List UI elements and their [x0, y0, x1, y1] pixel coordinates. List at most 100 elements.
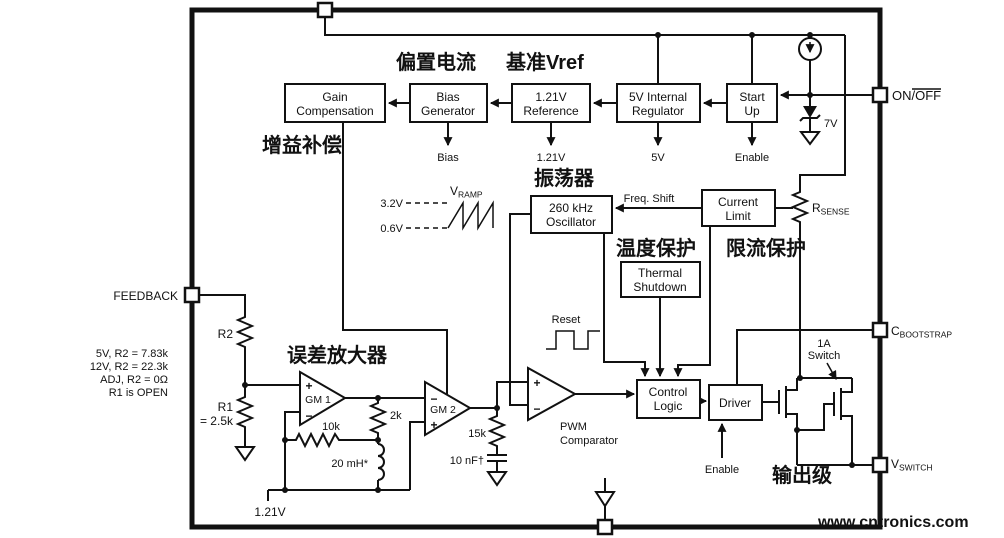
- block-label: Bias: [436, 90, 459, 104]
- switch-1a-label: Switch: [808, 350, 840, 362]
- junction-dot: [242, 382, 248, 388]
- gain-compensation-block: [284, 83, 386, 123]
- r10k-label: 10k: [322, 421, 340, 433]
- annotation-output-stage: 输出级: [772, 463, 832, 487]
- note-line: R1 is OPEN: [109, 387, 168, 399]
- pwm-label: Comparator: [560, 435, 618, 447]
- pwm-comparator: [527, 366, 578, 422]
- r1-value-label: = 2.5k: [200, 414, 234, 428]
- annotation-oscillator: 振荡器: [534, 167, 595, 190]
- gm2-amplifier: [424, 380, 472, 437]
- driver-enable-label: Enable: [705, 464, 739, 476]
- pin-bootstrap: [871, 321, 889, 339]
- wire: [797, 403, 834, 431]
- r1-label: R1: [218, 400, 234, 414]
- r2-resistor: [235, 313, 255, 353]
- wire: [786, 413, 798, 465]
- r2k-label: 2k: [390, 410, 402, 422]
- block-label: Up: [744, 104, 760, 118]
- block-label: Shutdown: [633, 280, 686, 294]
- wire: [841, 415, 853, 465]
- ground-symbol: [594, 491, 616, 508]
- wire: [736, 329, 873, 385]
- junction-dot: [849, 462, 855, 468]
- block-label: Current: [718, 195, 759, 209]
- block-label: Start: [739, 90, 765, 104]
- thermal-shutdown-block: [620, 261, 701, 298]
- wire: [799, 35, 846, 188]
- labels: Bias 1.21V 5V Enable 7V ON/OFF FEEDBACK …: [90, 88, 953, 519]
- block-label: Driver: [719, 396, 751, 410]
- plus-sign: +: [305, 379, 312, 393]
- block-label: 1.21V: [535, 90, 566, 104]
- junction-dot: [797, 375, 803, 381]
- pin-on-off: [871, 86, 889, 104]
- wire: [324, 17, 845, 36]
- blocks: Gain Compensation Bias Generator 1.21V R…: [284, 83, 778, 421]
- internal-regulator-block: [616, 83, 701, 123]
- junction-dot: [655, 32, 661, 38]
- junction-dot: [282, 487, 288, 493]
- annotation-bias-current: 偏置电流: [396, 50, 476, 74]
- annotation-error-amp: 误差放大器: [287, 343, 388, 367]
- note-line: 12V, R2 = 22.3k: [90, 361, 169, 373]
- block-label: Control: [649, 385, 688, 399]
- vref-bottom-label: 1.21V: [254, 505, 285, 519]
- feedback-pin-label: FEEDBACK: [113, 289, 178, 303]
- bias-label: Bias: [437, 152, 459, 164]
- switch-pointer-arrow: [826, 362, 837, 380]
- annotation-current-limit: 限流保护: [726, 236, 806, 260]
- r10k-resistor: [285, 431, 378, 449]
- block-label: Oscillator: [546, 215, 596, 229]
- junction-dot: [375, 437, 381, 443]
- junction-dot: [749, 32, 755, 38]
- block-label: Generator: [421, 104, 475, 118]
- block-label: Thermal: [638, 266, 682, 280]
- wire: [284, 411, 300, 490]
- bias-generator-block: [409, 83, 488, 123]
- minus-sign: −: [533, 402, 540, 416]
- annotation-vref: 基准Vref: [506, 50, 584, 74]
- switch-1a-label: 1A: [817, 338, 831, 350]
- rsense-resistor: [790, 188, 810, 226]
- pin-vin-top: [316, 1, 334, 19]
- pin-ground-bottom: [596, 518, 614, 536]
- gm1-label: GM 1: [305, 394, 331, 406]
- amplifiers: + − GM 1 − + GM 2 + −: [299, 366, 578, 437]
- start-up-block: [726, 83, 778, 123]
- r15k-label: 15k: [468, 428, 486, 440]
- reset-waveform: [546, 330, 600, 350]
- ground-symbol: [234, 446, 256, 462]
- annotation-thermal: 温度保护: [616, 236, 696, 260]
- freq-shift-label: Freq. Shift: [624, 193, 675, 205]
- ramp-high-label: 3.2V: [380, 198, 403, 210]
- r2k-resistor: [368, 398, 388, 444]
- ic-boundary: [189, 7, 883, 530]
- l20mh-label: 20 mH*: [331, 458, 368, 470]
- enable-label: Enable: [735, 152, 769, 164]
- note-line: ADJ, R2 = 0Ω: [100, 374, 168, 386]
- pwm-label: PWM: [560, 421, 587, 433]
- minus-sign: −: [430, 392, 437, 406]
- annotation-gain-comp: 增益补偿: [262, 133, 342, 157]
- inductor-20mh: [377, 443, 385, 481]
- wiring: [199, 17, 873, 520]
- waveforms: [406, 200, 600, 350]
- vswitch-pin-label: VSWITCH: [891, 457, 933, 473]
- control-logic-block: [636, 379, 701, 419]
- reference-block: [511, 83, 591, 123]
- wire: [786, 378, 798, 391]
- zener-diode: [803, 106, 817, 118]
- wire: [342, 122, 448, 394]
- note-line: 5V, R2 = 7.83k: [96, 348, 169, 360]
- wire: [409, 421, 425, 490]
- climit-to-control: [673, 226, 711, 378]
- block-label: 5V Internal: [629, 90, 687, 104]
- ground-symbol: [799, 131, 821, 146]
- wire: [509, 213, 531, 406]
- r15k-resistor: [487, 408, 507, 455]
- pin-vswitch: [871, 456, 889, 474]
- block-label: Reference: [523, 104, 579, 118]
